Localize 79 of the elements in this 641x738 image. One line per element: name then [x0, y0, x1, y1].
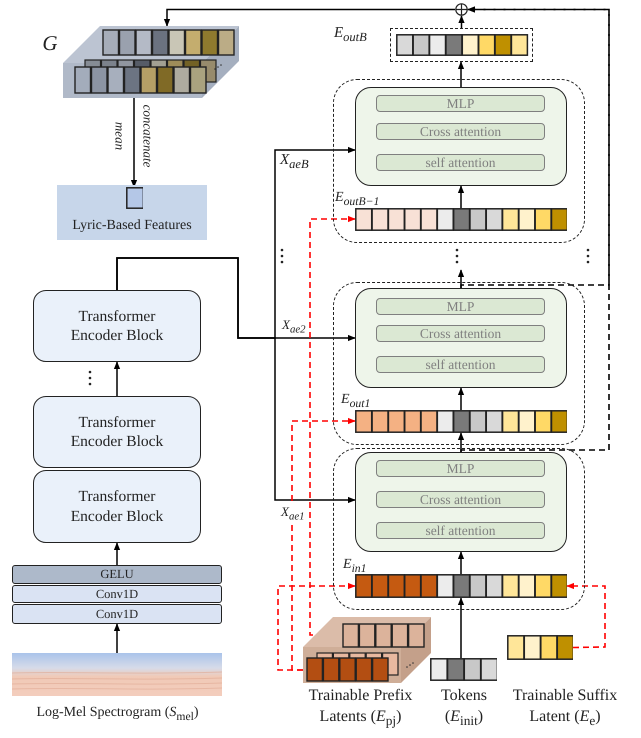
edge-label: X$_{ae1}$ [280, 505, 306, 524]
embedding-vector [354, 574, 566, 598]
attention-layer [376, 491, 545, 508]
attention-layer [376, 356, 545, 373]
arrow [458, 61, 464, 87]
attention-layer [376, 522, 545, 539]
feature-vector [126, 187, 143, 209]
encoder-block [33, 396, 201, 468]
dashed-arrow [460, 6, 610, 289]
spectrogram-picture [12, 653, 222, 696]
layer-label: MLP [446, 96, 474, 112]
arrow [114, 361, 120, 396]
node-caption: E$_{out1}$ [341, 391, 372, 411]
layer-label: Cross attention [420, 492, 502, 508]
arrow [458, 432, 464, 452]
layer-label: MLP [446, 460, 474, 476]
arrow [458, 551, 464, 574]
activation-layer [12, 565, 222, 584]
arrow [458, 597, 464, 658]
layer-label: self attention [425, 522, 496, 538]
arrow [130, 98, 138, 188]
mlp-layer [376, 460, 545, 477]
decoder-block [354, 86, 566, 186]
attention-layer [376, 154, 545, 171]
node-caption: Trainable Prefix Latents (E$_{pj}$) [308, 686, 414, 730]
picture-caption: Log-Mel Spectrogram (S$_{mel}$) [35, 704, 200, 724]
block-label: Transformer Encoder Block [70, 487, 164, 526]
arrow [114, 542, 120, 565]
node-caption: E$_{outB}$ [334, 24, 368, 46]
layer-label: self attention [425, 154, 496, 170]
dashed-arrow [277, 582, 356, 671]
mlp-layer [376, 95, 545, 112]
decoder-block [354, 452, 566, 552]
node-caption: Tokens (E$_{init}$) [440, 686, 488, 730]
attention-layer [376, 123, 545, 140]
layer-label: GELU [100, 567, 134, 582]
embedding-vector [354, 410, 566, 432]
block-label: Transformer Encoder Block [70, 412, 164, 452]
edge-label: X$_{aeB}$ [279, 152, 310, 172]
latent-stack-drawing [303, 617, 431, 683]
layer-label: Cross attention [420, 124, 502, 140]
dashed-arrow [309, 216, 356, 636]
conv-layer [12, 604, 222, 624]
layer-group [333, 79, 585, 243]
layer-label: self attention [425, 356, 496, 372]
panel-label: Lyric-Based Features [72, 218, 192, 234]
layer-group [333, 448, 585, 610]
feature-stack-drawing [63, 26, 239, 98]
node-caption: E$_{outB−1}$ [335, 189, 380, 209]
encoder-block [33, 470, 201, 543]
layer-label: Conv1D [96, 606, 138, 622]
layer-label: MLP [446, 298, 474, 314]
arrow [458, 15, 465, 28]
layer-label: Conv1D [96, 586, 138, 602]
dashed-arrow [566, 582, 606, 648]
mlp-layer [376, 298, 545, 315]
decoder-block [354, 288, 566, 388]
output-vector [390, 28, 533, 62]
dashed-arrow [460, 6, 610, 453]
token-vector [430, 658, 497, 681]
arrow [458, 185, 464, 208]
embedding-vector [354, 208, 566, 230]
arrow [116, 257, 356, 504]
layer-group [333, 282, 585, 445]
arrow [114, 623, 120, 653]
attention-layer [376, 325, 545, 342]
arrow [164, 8, 455, 27]
layer-label: Cross attention [420, 326, 502, 342]
sum-symbol [455, 3, 468, 16]
dashed-arrow [291, 418, 356, 671]
feature-panel [57, 185, 207, 240]
block-label: Transformer Encoder Block [70, 306, 164, 346]
encoder-block [33, 290, 201, 362]
conv-layer [12, 585, 222, 603]
node-caption: G [41, 30, 59, 57]
arrow [458, 387, 464, 410]
node-caption: Trainable Suffix Latent (E$_{e}$) [512, 686, 618, 730]
suffix-vector [507, 635, 573, 660]
node-caption: E$_{in1}$ [343, 556, 368, 576]
